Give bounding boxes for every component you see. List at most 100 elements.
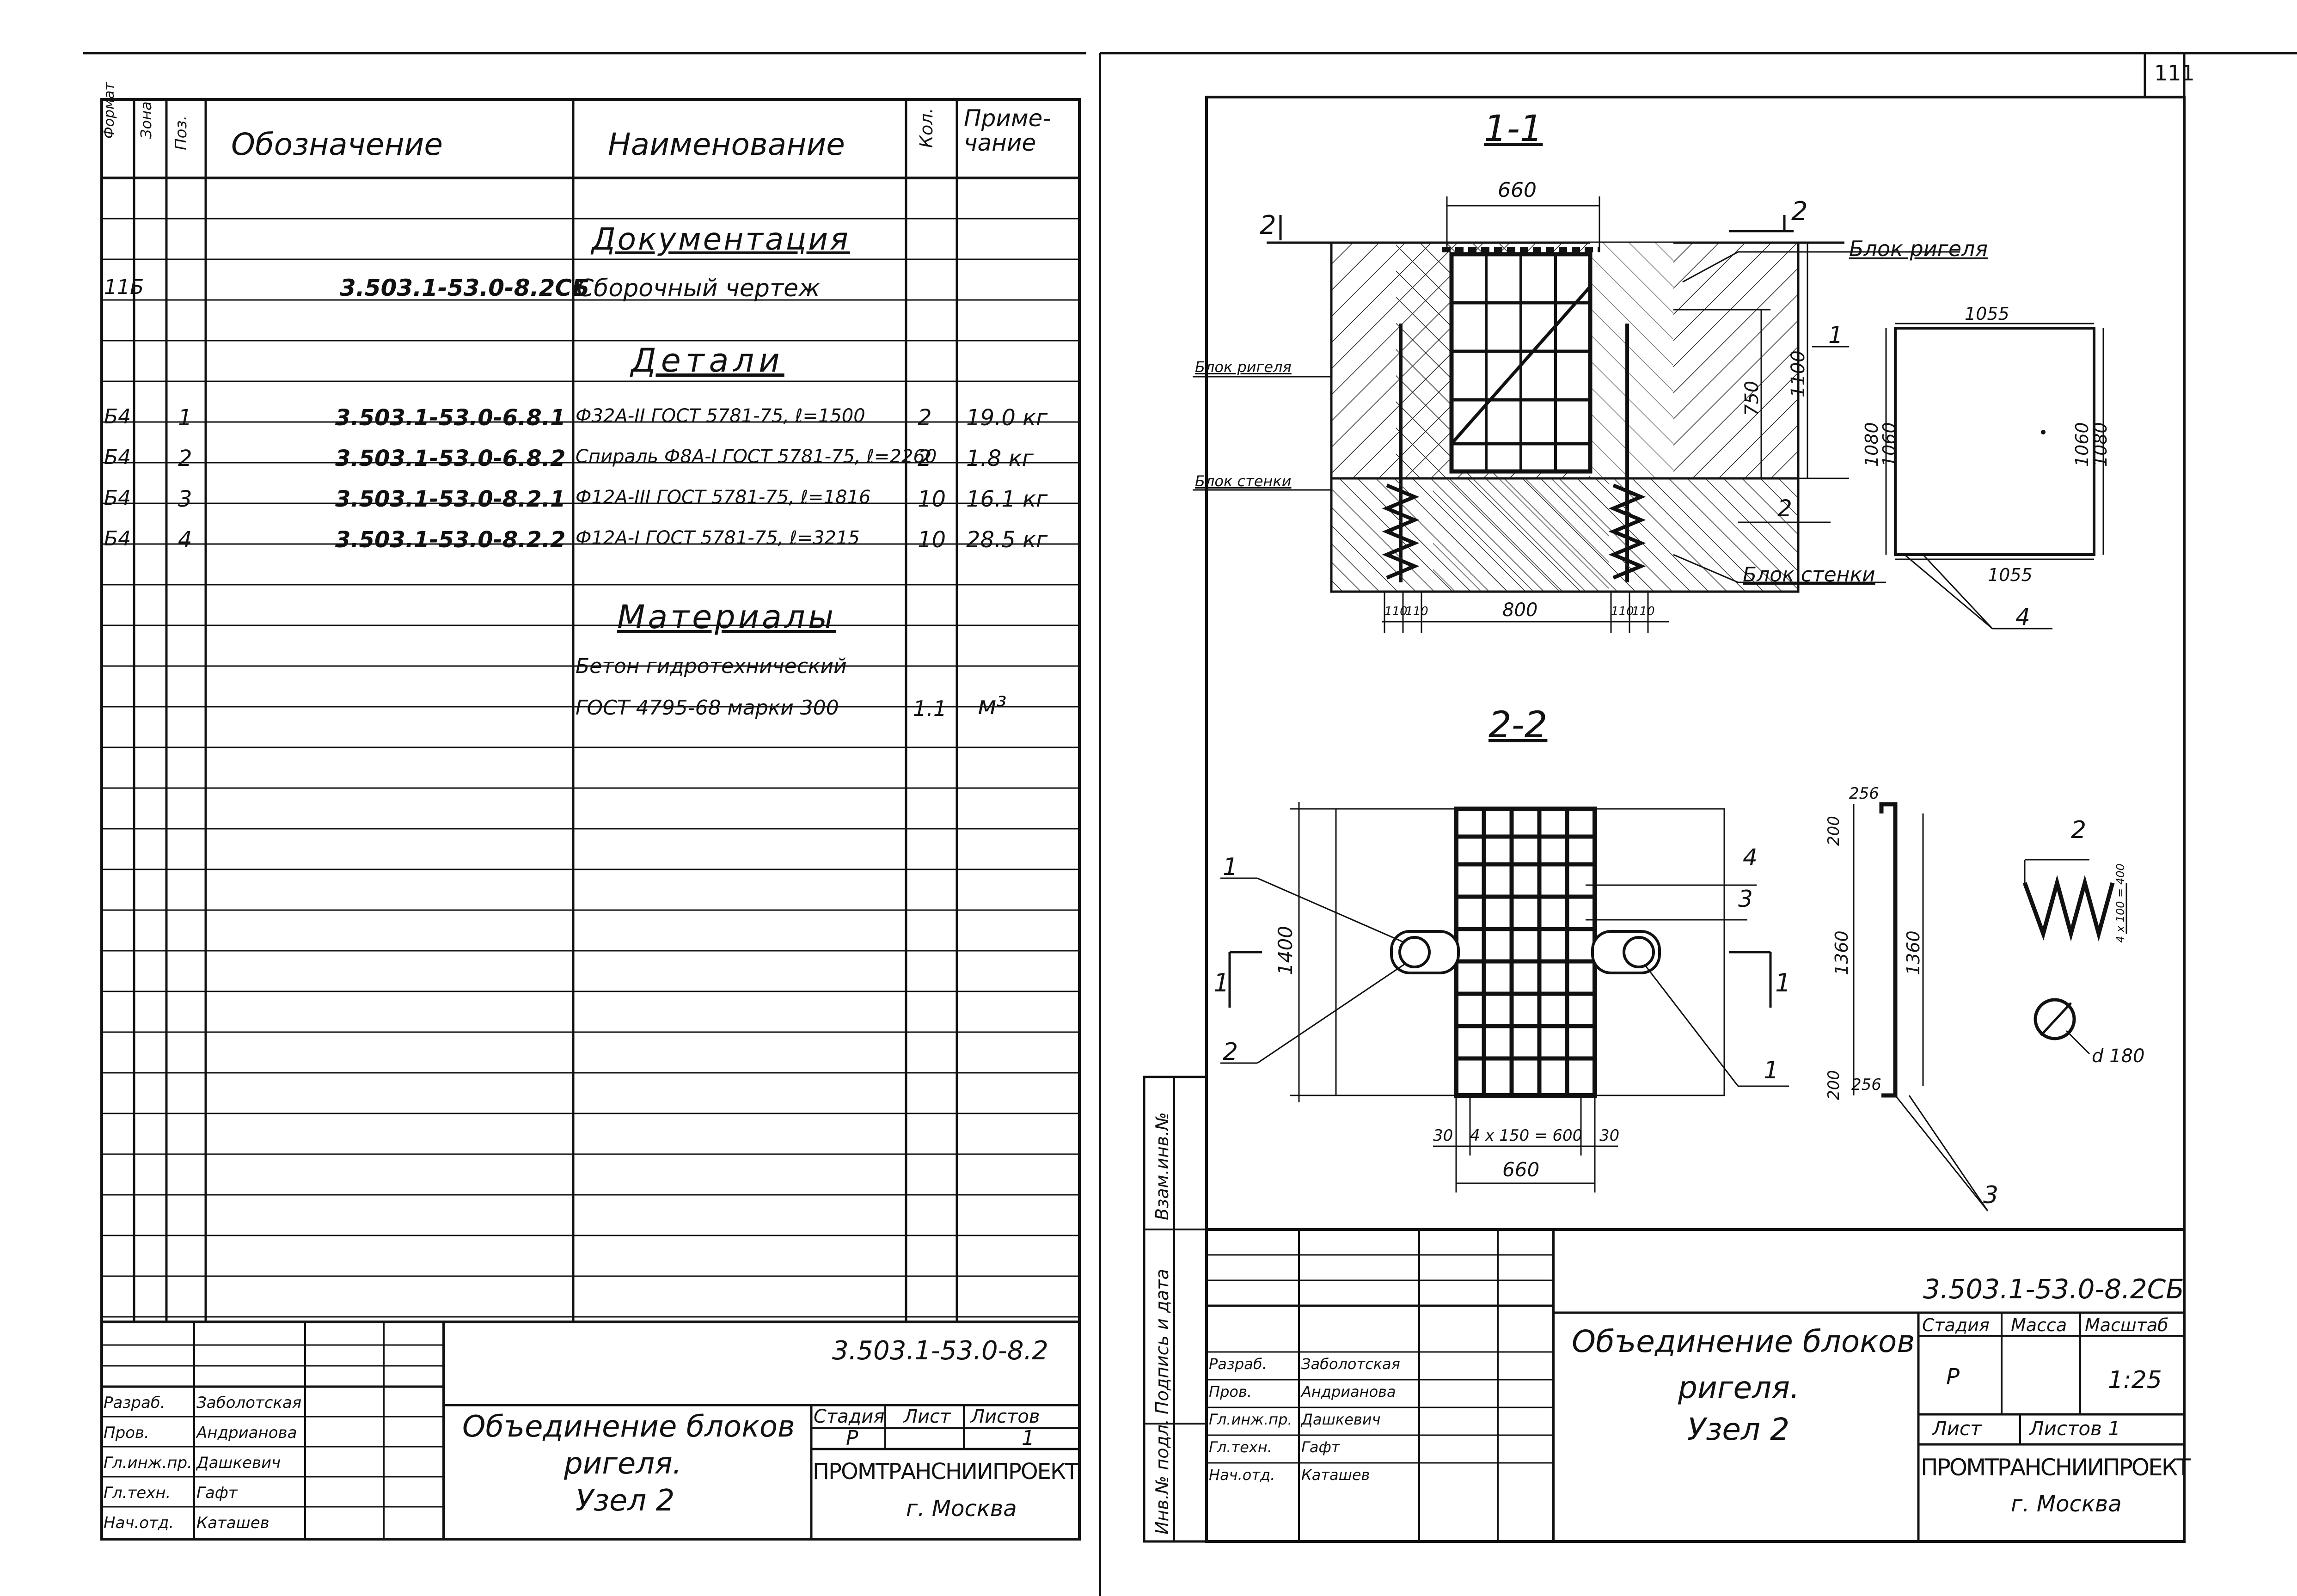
signature-name: Гафт bbox=[1301, 1438, 1340, 1456]
header-pos: Поз. bbox=[172, 115, 190, 150]
left-title-l2: ригеля. bbox=[564, 1447, 682, 1481]
detail-row-note: 1.8 кг bbox=[966, 446, 1034, 471]
signature-role: Пров. bbox=[104, 1424, 149, 1442]
side-label-inv: Инв.№ подл. bbox=[1152, 1419, 1172, 1535]
detail-row-name: Ф12А-III ГОСТ 5781-75, ℓ=1816 bbox=[576, 487, 871, 508]
detail-row-designation: 3.503.1-53.0-8.2.1 bbox=[335, 486, 566, 512]
material-unit: м³ bbox=[978, 691, 1007, 720]
right-org: ПРОМТРАНСНИИПРОЕКТ bbox=[1921, 1454, 2191, 1481]
dim-1055-bot: 1055 bbox=[1988, 565, 2033, 585]
signature-name: Андрианова bbox=[196, 1424, 297, 1442]
dim-1400: 1400 bbox=[1274, 926, 1297, 975]
cut-mark-1-right: 1 bbox=[1775, 968, 1791, 997]
pos-label-2-s11: 2 bbox=[1777, 495, 1792, 522]
signature-role: Гл.инж.пр. bbox=[104, 1454, 192, 1472]
detail-row-format: Б4 bbox=[104, 446, 131, 469]
right-title-l2: ригеля. bbox=[1678, 1370, 1800, 1406]
section-details: Детали bbox=[631, 342, 784, 379]
dim-660-bot: 660 bbox=[1502, 1158, 1540, 1181]
pos-label-1-s11: 1 bbox=[1828, 322, 1843, 349]
dim-30-b: 30 bbox=[1599, 1126, 1620, 1145]
header-qty: Кол. bbox=[916, 108, 937, 148]
doc-format: 11Б bbox=[104, 275, 144, 299]
spec-table-grid bbox=[100, 98, 1081, 1541]
signature-role: Нач.отд. bbox=[1209, 1466, 1275, 1484]
dim-660-top: 660 bbox=[1498, 178, 1537, 202]
spec-table-rows bbox=[102, 218, 1079, 1318]
right-scale: 1:25 bbox=[2108, 1366, 2162, 1394]
detail-row-format: Б4 bbox=[104, 486, 131, 510]
dim-d180: d 180 bbox=[2092, 1046, 2145, 1067]
detail-row-pos: 3 bbox=[178, 486, 192, 512]
dim-1060-r: 1060 bbox=[2072, 422, 2092, 467]
header-zone: Зона bbox=[137, 101, 155, 139]
dim-4x150: 4 x 150 = 600 bbox=[1470, 1126, 1583, 1145]
right-sheets-l: Листов 1 bbox=[2029, 1417, 2120, 1440]
left-stage: Р bbox=[846, 1426, 858, 1450]
detail-row-designation: 3.503.1-53.0-6.8.2 bbox=[335, 446, 566, 471]
section-documentation: Документация bbox=[592, 221, 850, 257]
header-name: Наименование bbox=[608, 127, 845, 162]
label-block-stenki-left: Блок стенки bbox=[1195, 472, 1292, 490]
left-sheets: 1 bbox=[1022, 1426, 1035, 1450]
dim-1360-b: 1360 bbox=[1903, 930, 1923, 975]
left-title-l1: Объединение блоков bbox=[462, 1410, 795, 1444]
page-number: 111 bbox=[2154, 61, 2195, 86]
dim-256-top: 256 bbox=[1849, 784, 1879, 803]
side-label-sign: Подпись и дата bbox=[1152, 1269, 1172, 1414]
signature-name: Дашкевич bbox=[196, 1454, 281, 1472]
signature-role: Гл.инж.пр. bbox=[1209, 1411, 1292, 1428]
dim-200-bot: 200 bbox=[1825, 1070, 1843, 1100]
pos-label-2-spiral: 2 bbox=[2071, 816, 2087, 844]
signature-role: Пров. bbox=[1209, 1383, 1252, 1400]
dim-110-a: 110 bbox=[1384, 605, 1408, 618]
signature-name: Дашкевич bbox=[1301, 1411, 1381, 1428]
detail-row-pos: 1 bbox=[178, 405, 192, 431]
pos-label-3-stirrup: 3 bbox=[1983, 1181, 1999, 1209]
detail-row-pos: 4 bbox=[178, 527, 192, 553]
signature-role: Разраб. bbox=[104, 1394, 165, 1412]
dim-1100: 1100 bbox=[1788, 350, 1809, 397]
dim-200-top: 200 bbox=[1825, 816, 1843, 846]
dim-spiral: 4 x 100 = 400 bbox=[2114, 863, 2127, 943]
detail-row-designation: 3.503.1-53.0-6.8.1 bbox=[335, 405, 566, 431]
dim-30-a: 30 bbox=[1433, 1126, 1453, 1145]
right-code: 3.503.1-53.0-8.2СБ bbox=[1923, 1273, 2184, 1305]
left-title-block-grid bbox=[102, 1321, 1079, 1539]
right-mass-h: Масса bbox=[2011, 1315, 2067, 1335]
signature-name: Каташев bbox=[196, 1514, 270, 1532]
square-plan-drawing bbox=[1885, 323, 2104, 630]
right-scale-h: Масштаб bbox=[2085, 1315, 2168, 1335]
header-designation: Обозначение bbox=[231, 127, 443, 162]
material-line2: ГОСТ 4795-68 марки 300 bbox=[576, 696, 839, 720]
signature-name: Гафт bbox=[196, 1484, 238, 1502]
right-stage: Р bbox=[1946, 1364, 1960, 1390]
right-title-l3: Узел 2 bbox=[1687, 1412, 1790, 1447]
right-sheet-l: Лист bbox=[1932, 1417, 1982, 1440]
dim-256-bot: 256 bbox=[1851, 1076, 1881, 1094]
detail-row-qty: 10 bbox=[918, 486, 946, 512]
detail-row-name: Ф32А-II ГОСТ 5781-75, ℓ=1500 bbox=[576, 405, 865, 427]
right-stage-h: Стадия bbox=[1922, 1315, 1990, 1335]
section-2-2-title: 2-2 bbox=[1488, 704, 1548, 746]
detail-row-format: Б4 bbox=[104, 527, 131, 550]
signature-name: Каташев bbox=[1301, 1466, 1370, 1484]
section-1-1-title: 1-1 bbox=[1484, 108, 1543, 150]
material-qty: 1.1 bbox=[913, 696, 947, 721]
dim-1360-a: 1360 bbox=[1831, 930, 1852, 975]
left-sheets-h: Листов bbox=[971, 1406, 1040, 1427]
label-block-stenki-right: Блок стенки bbox=[1743, 563, 1875, 587]
section-materials: Материалы bbox=[617, 598, 836, 636]
dim-1060-l: 1060 bbox=[1879, 422, 1899, 467]
dim-800: 800 bbox=[1502, 599, 1538, 621]
cut-mark-1-left: 1 bbox=[1213, 968, 1230, 997]
right-city: г. Москва bbox=[2011, 1491, 2122, 1517]
left-sheet-h: Лист bbox=[904, 1406, 951, 1427]
section-2-2-drawing bbox=[1220, 802, 2127, 1211]
detail-row-qty: 2 bbox=[918, 446, 932, 471]
dim-750: 750 bbox=[1741, 380, 1763, 416]
detail-row-format: Б4 bbox=[104, 405, 131, 428]
pos-label-4-plan: 4 bbox=[2015, 604, 2030, 630]
dim-110-d: 110 bbox=[1632, 605, 1655, 618]
